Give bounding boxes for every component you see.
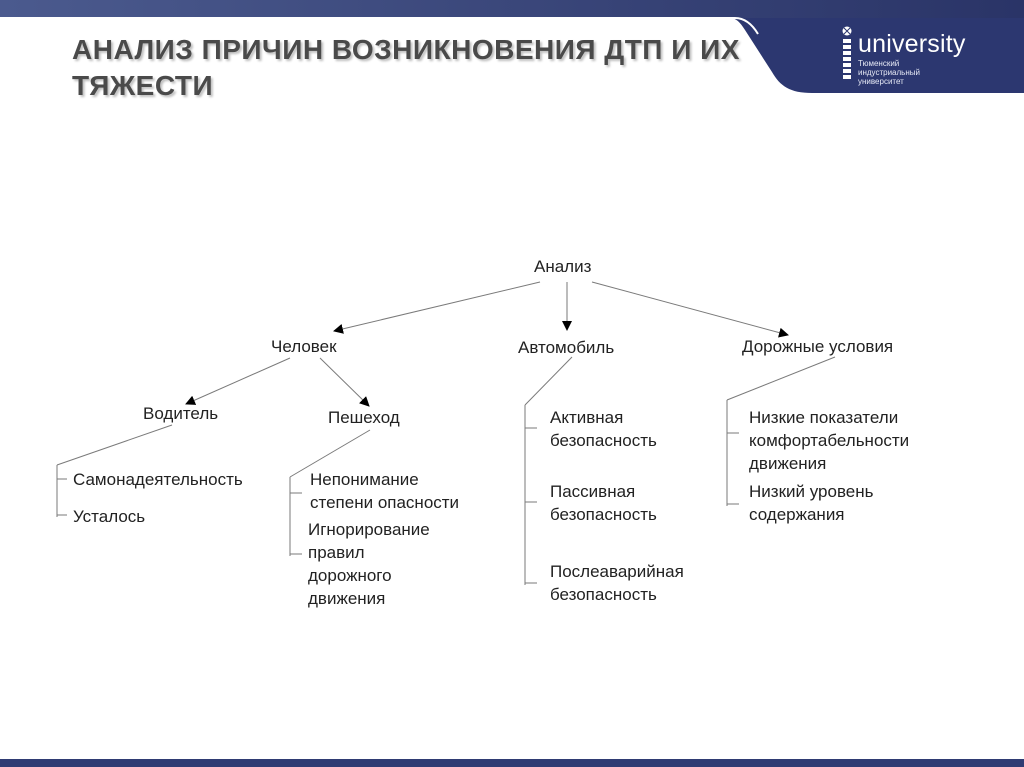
node-pedestrian: Пешеход [328, 408, 400, 427]
edge-root-human [333, 281, 541, 334]
node-root: Анализ [534, 257, 592, 276]
footer-band [0, 759, 1024, 767]
logo-subtitle-line: индустриальный [858, 68, 920, 77]
car-item: Пассивная безопасность [550, 480, 657, 526]
item-line: содержания [749, 505, 845, 524]
driver-branch-line [56, 424, 173, 466]
logo-i-icon [842, 26, 852, 79]
car-branch-line [524, 356, 573, 406]
item-line: степени опасности [310, 493, 460, 512]
item-line: Активная [550, 408, 624, 427]
pedestrian-branch-line [289, 429, 371, 478]
header-decoration [0, 0, 1024, 93]
road-item: Низкий уровень содержания [749, 480, 873, 526]
node-driver: Водитель [143, 404, 219, 423]
node-human: Человек [271, 337, 337, 356]
car-item: Активная безопасность [550, 406, 657, 452]
logo-subtitle-line: университет [858, 77, 904, 86]
edge-root-road [591, 281, 789, 338]
item-line: Послеаварийная [550, 562, 684, 581]
driver-item: Усталось [73, 507, 146, 526]
logo-subtitle: Тюменский индустриальный университет [858, 59, 938, 86]
item-line: Пассивная [550, 482, 636, 501]
item-line: Низкий уровень [749, 482, 874, 501]
item-line: Игнорирование [308, 520, 430, 539]
item-line: безопасность [550, 505, 657, 524]
node-road: Дорожные условия [742, 337, 894, 356]
road-item: Низкие показатели комфортабельности движ… [749, 406, 909, 475]
item-line: дорожного [308, 566, 392, 585]
pedestrian-item: Непонимание степени опасности [310, 468, 459, 514]
item-line: безопасность [550, 585, 657, 604]
logo-word: university [858, 30, 966, 58]
car-item: Послеаварийная безопасность [550, 560, 684, 606]
edge-human-pedestrian [319, 357, 370, 407]
item-line: комфортабельности [749, 431, 910, 450]
item-line: правил [308, 543, 365, 562]
item-line: Низкие показатели [749, 408, 899, 427]
item-line: Непонимание [310, 470, 419, 489]
item-line: движения [308, 589, 386, 608]
item-line: безопасность [550, 431, 657, 450]
university-logo: university Тюменский индустриальный унив… [834, 18, 1014, 88]
pedestrian-item: Игнорирование правил дорожного движения [308, 518, 430, 610]
driver-item: Самонадеятельность [73, 470, 243, 489]
node-car: Автомобиль [518, 338, 615, 357]
edge-human-driver [185, 357, 291, 405]
logo-subtitle-line: Тюменский [858, 59, 900, 68]
road-branch-line [726, 356, 836, 401]
item-line: движения [749, 454, 827, 473]
page-title: АНАЛИЗ ПРИЧИН ВОЗНИКНОВЕНИЯ ДТП И ИХ ТЯЖ… [72, 34, 740, 101]
